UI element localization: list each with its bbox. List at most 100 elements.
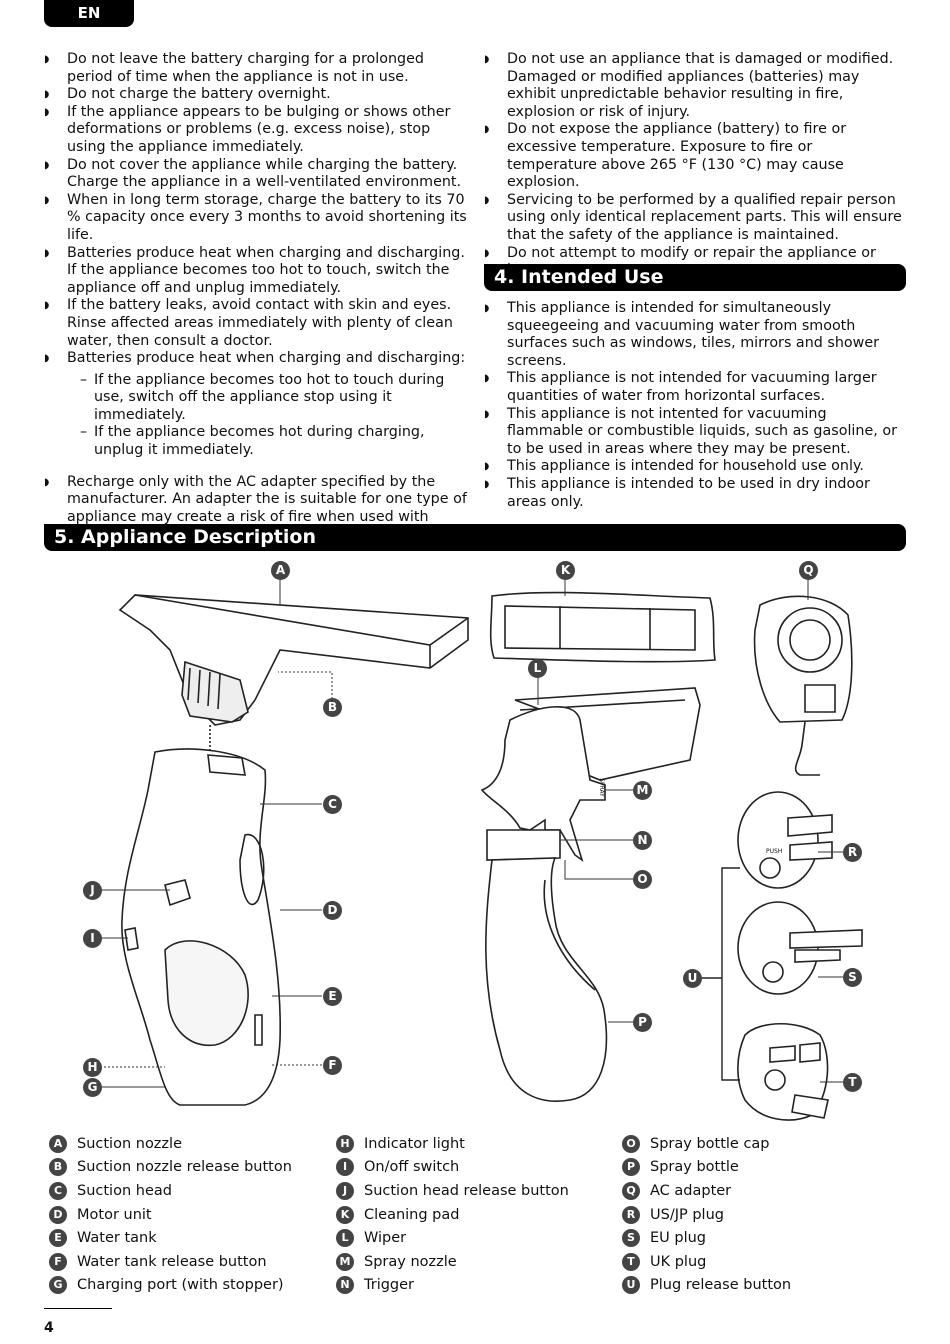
bullet-icon: ◗	[484, 247, 490, 259]
bullet-icon: ◗	[44, 300, 50, 312]
list-item: ◗Servicing to be performed by a qualifie…	[484, 191, 902, 243]
spray-nozzle-label: SPRAY	[597, 778, 605, 797]
sub-list-item: –If the appliance becomes too hot to tou…	[80, 371, 445, 423]
list-item: ◗This appliance is not intended for vacu…	[484, 370, 877, 404]
callout-G: G	[83, 1078, 102, 1097]
list-item: ◗Batteries produce heat when charging an…	[44, 350, 470, 460]
cleaning-pad-illustration	[489, 591, 716, 663]
callout-U: U	[683, 969, 702, 988]
callout-F: F	[323, 1056, 342, 1075]
bullet-icon: ◗	[484, 124, 490, 136]
bullet-icon: ◗	[44, 476, 50, 488]
bullet-icon: ◗	[44, 89, 50, 101]
list-item: ◗Do not leave the battery charging for a…	[44, 51, 424, 85]
intended-use-list: ◗This appliance is intended for simultan…	[484, 300, 906, 511]
list-item: ◗Do not expose the appliance (battery) t…	[484, 121, 847, 191]
callout-I: I	[83, 929, 102, 948]
list-item: ◗Do not use an appliance that is damaged…	[484, 51, 894, 120]
appliance-description-heading: 5. Appliance Description	[44, 524, 906, 551]
callout-E: E	[323, 987, 342, 1006]
list-item: ◗When in long term storage, charge the b…	[44, 191, 467, 243]
bullet-icon: ◗	[44, 247, 50, 259]
list-item: ◗Do not charge the battery overnight.	[44, 86, 331, 103]
uk-plug-illustration	[737, 1022, 829, 1121]
bullet-icon: ◗	[484, 461, 490, 473]
list-item: ◗This appliance is intended for simultan…	[484, 300, 879, 369]
bullet-icon: ◗	[484, 194, 490, 206]
callout-O: O	[633, 870, 652, 889]
suction-nozzle-illustration	[118, 594, 469, 726]
bullet-icon: ◗	[44, 54, 50, 65]
intended-use-heading: 4. Intended Use	[484, 264, 906, 291]
us-plug-illustration	[737, 791, 833, 889]
bullet-icon: ◗	[44, 194, 50, 206]
list-item: ◗This appliance is intended to be used i…	[484, 475, 870, 510]
spray-bottle-illustration	[480, 687, 701, 1102]
callout-S: S	[843, 968, 862, 987]
sub-list: –If the appliance becomes too hot to tou…	[67, 372, 470, 460]
language-tab: EN	[44, 0, 134, 27]
vacuum-body-illustration	[121, 725, 282, 1106]
callout-C: C	[323, 795, 342, 814]
list-item: ◗If the appliance appears to be bulging …	[44, 103, 451, 155]
callout-L: L	[528, 659, 547, 678]
bullet-icon: ◗	[484, 408, 490, 420]
callout-A: A	[271, 561, 290, 580]
bullet-icon: ◗	[484, 478, 490, 490]
callout-Q: Q	[799, 561, 818, 580]
callout-D: D	[323, 901, 342, 920]
list-item: ◗Batteries produce heat when charging an…	[44, 244, 465, 296]
callout-K: K	[556, 561, 575, 580]
callout-P: P	[633, 1013, 652, 1032]
plug-push-label: PUSH	[766, 848, 783, 855]
callout-M: M	[633, 781, 652, 800]
ac-adapter-illustration	[753, 595, 853, 776]
footer-rule	[44, 1308, 112, 1309]
callout-R: R	[843, 843, 862, 862]
callout-T: T	[843, 1073, 862, 1092]
list-item: ◗This appliance is not intented for vacu…	[484, 405, 897, 457]
page-number: 4	[44, 1320, 54, 1336]
callout-H: H	[83, 1058, 102, 1077]
callout-J: J	[83, 881, 102, 900]
callout-N: N	[633, 831, 652, 850]
list-item: ◗This appliance is intended for househol…	[484, 458, 864, 475]
callout-B: B	[323, 698, 342, 717]
eu-plug-illustration	[737, 901, 863, 995]
bullet-icon: ◗	[484, 303, 490, 314]
left-column: ◗Do not leave the battery charging for a…	[44, 51, 470, 544]
list-item: ◗If the battery leaks, avoid contact wit…	[44, 297, 453, 349]
list-item: ◗Do not cover the appliance while chargi…	[44, 156, 462, 191]
bullet-icon: ◗	[484, 54, 490, 65]
bullet-icon: ◗	[44, 353, 50, 365]
bullet-icon: ◗	[44, 106, 50, 118]
sub-list-item: –If the appliance becomes hot during cha…	[80, 424, 425, 459]
right-column: ◗Do not use an appliance that is damaged…	[484, 51, 906, 280]
bullet-icon: ◗	[44, 159, 50, 171]
